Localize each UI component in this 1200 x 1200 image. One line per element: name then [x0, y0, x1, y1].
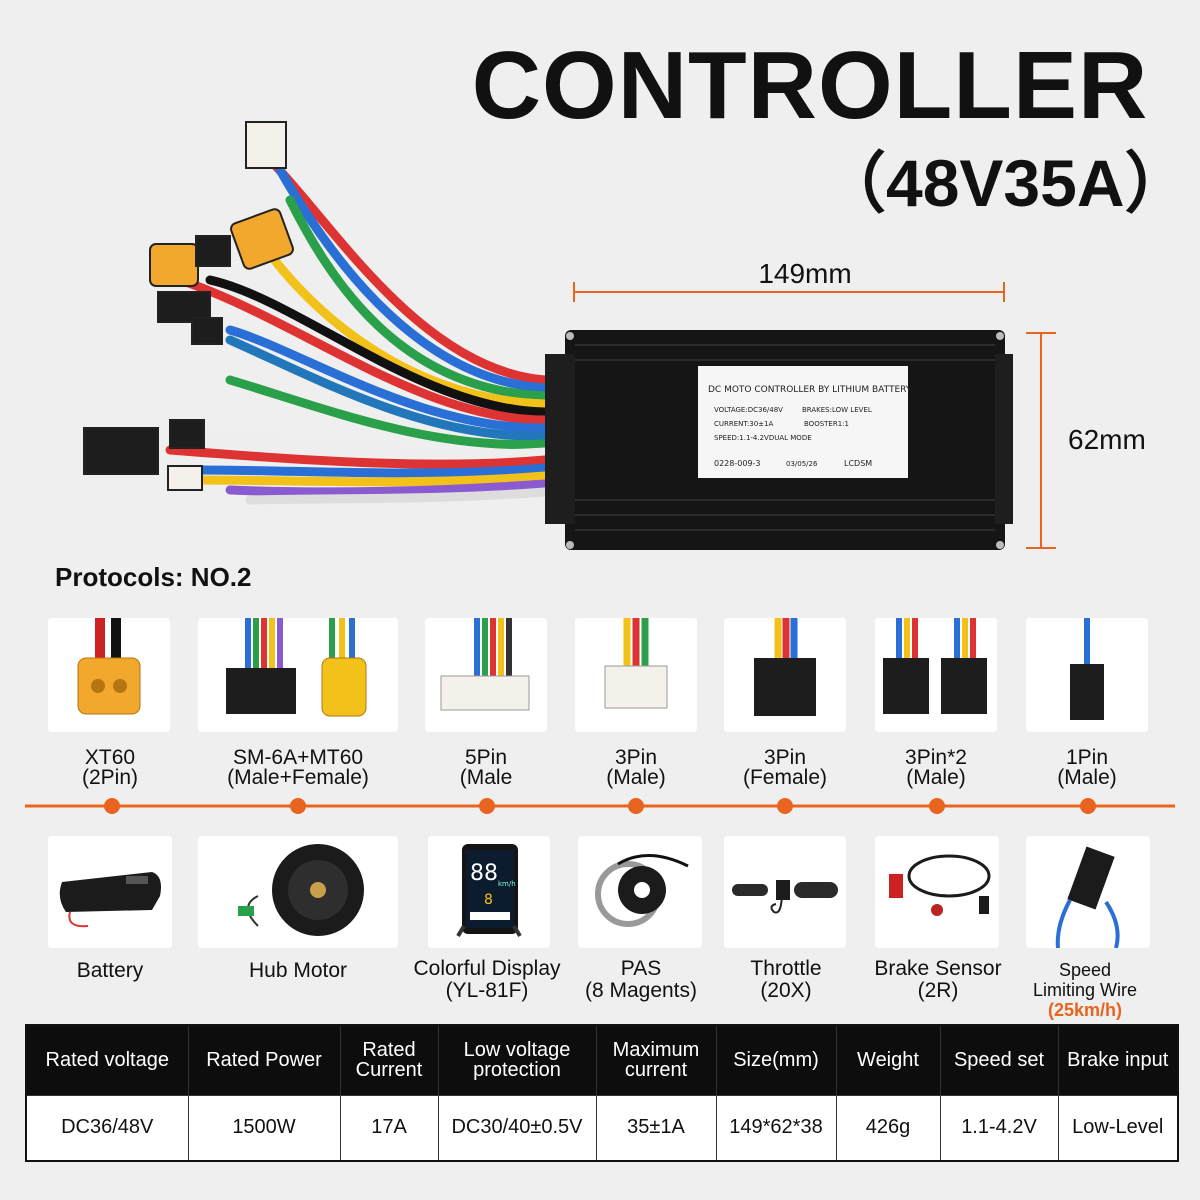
spec-header: Size(mm)	[716, 1025, 837, 1095]
spec-header: Maximum current	[596, 1025, 717, 1095]
height-dimension: 62mm	[1068, 424, 1146, 455]
device-label-throttle: Throttle(20X)	[750, 957, 822, 1002]
label-speed: SPEED:1.1-4.2VDUAL MODE	[714, 434, 812, 442]
connector-label-3pin-male: 3Pin(Male)	[606, 746, 666, 789]
page-title: CONTROLLER	[471, 32, 1149, 139]
spec-header: Rated Power	[188, 1025, 341, 1095]
label-line1: DC MOTO CONTROLLER BY LITHIUM BATTERY	[708, 385, 912, 395]
spec-value: 35±1A	[596, 1094, 717, 1161]
spec-value: 149*62*38	[716, 1094, 837, 1161]
width-dimension: 149mm	[758, 258, 852, 289]
1pin-connector-image	[1026, 618, 1148, 732]
label-brakes: BRAKES:LOW LEVEL	[802, 406, 872, 414]
connector-label-xt60: XT60(2Pin)	[81, 746, 139, 789]
spec-header: Brake input	[1058, 1025, 1179, 1095]
pas-sensor-image	[578, 836, 702, 948]
spec-value: DC36/48V	[26, 1094, 189, 1161]
device-label-brake-sensor: Brake Sensor(2R)	[874, 957, 1002, 1002]
connector-label-sm6a: SM-6A+MT60(Male+Female)	[227, 746, 369, 789]
protocols-label: Protocols: NO.2	[55, 562, 252, 592]
hub-motor-image	[198, 836, 398, 948]
spec-header: Weight	[836, 1025, 941, 1095]
speed-limit-wire-image	[1026, 836, 1150, 948]
device-label-hub-motor: Hub Motor	[248, 959, 348, 982]
label-brand: LCDSM	[844, 459, 872, 468]
connector-timeline	[25, 798, 1175, 814]
device-label-pas: PAS(8 Magents)	[584, 957, 698, 1002]
3pin-female-connector-image	[724, 618, 846, 732]
spec-table: Rated voltage Rated Power Rated Current …	[25, 1024, 1179, 1162]
xt60-connector-image	[48, 618, 170, 732]
spec-header: Low voltage protection	[438, 1025, 597, 1095]
label-current: CURRENT:30±1A	[714, 420, 773, 428]
spec-value-row: DC36/48V 1500W 17A DC30/40±0.5V 35±1A 14…	[26, 1094, 1179, 1161]
sm6a-mt60-connector-image	[198, 618, 398, 732]
3pin-x2-connector-image	[875, 618, 997, 732]
label-code: 0228-009-3	[714, 459, 761, 468]
label-booster: BOOSTER1:1	[804, 420, 849, 428]
spec-value: 426g	[836, 1094, 941, 1161]
brake-sensor-image	[875, 836, 999, 948]
connector-label-3pin-female: 3Pin(Female)	[742, 746, 827, 789]
display-gear-readout: 8	[484, 892, 493, 908]
speed-limit-value: (25km/h)	[1047, 1000, 1123, 1020]
spec-header: Rated Current	[340, 1025, 439, 1095]
spec-header: Speed set	[940, 1025, 1059, 1095]
spec-value: Low-Level	[1058, 1094, 1179, 1161]
display-unit-readout: km/h	[498, 880, 516, 888]
display-speed-readout: 88	[470, 861, 498, 886]
device-label-battery: Battery	[76, 959, 144, 982]
connector-label-3pin-x2: 3Pin*2(Male)	[905, 746, 967, 789]
spec-header: Rated voltage	[26, 1025, 189, 1095]
connector-label-5pin: 5Pin(Male	[459, 746, 513, 789]
label-voltage: VOLTAGE:DC36/48V	[714, 406, 783, 414]
spec-value: 1500W	[188, 1094, 341, 1161]
device-label-display: Colorful Display(YL-81F)	[413, 957, 561, 1002]
controller-illustration: DC MOTO CONTROLLER BY LITHIUM BATTERY VO…	[83, 121, 1056, 550]
battery-image	[48, 836, 172, 948]
page-subtitle: （48V35A）	[820, 146, 1191, 220]
spec-header-row: Rated voltage Rated Power Rated Current …	[26, 1025, 1179, 1095]
3pin-male-connector-image	[575, 618, 697, 732]
label-date: 03/05/26	[786, 460, 818, 468]
5pin-connector-image	[425, 618, 547, 732]
spec-value: 17A	[340, 1094, 439, 1161]
throttle-image	[724, 836, 846, 948]
spec-value: 1.1-4.2V	[940, 1094, 1059, 1161]
connector-label-1pin: 1Pin(Male)	[1057, 746, 1117, 789]
spec-value: DC30/40±0.5V	[438, 1094, 597, 1161]
